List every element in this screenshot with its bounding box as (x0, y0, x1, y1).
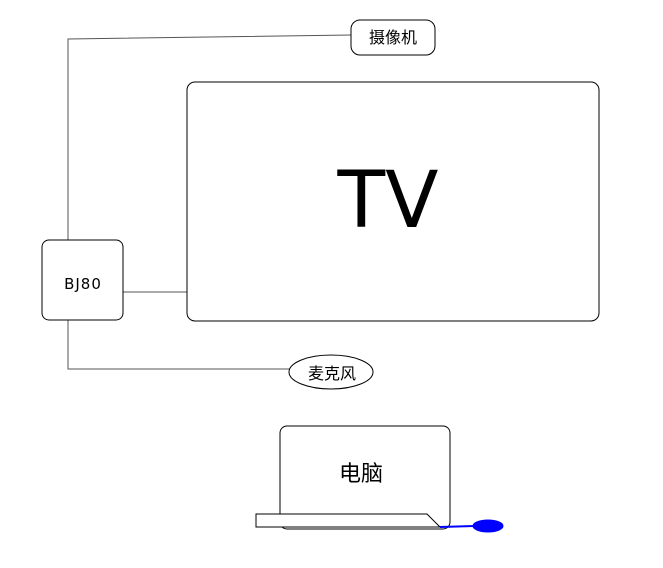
tv-label: TV (336, 156, 438, 246)
laptop-screen (279, 425, 451, 530)
bj80-label: BJ80 (64, 275, 102, 293)
bj80-to-microphone-line (67, 320, 290, 370)
computer-label: 电脑 (339, 462, 383, 487)
bj80-to-camera-line (67, 34, 352, 240)
tv-box (186, 81, 600, 322)
mouse-icon (472, 519, 504, 533)
camera-box (350, 19, 436, 56)
mouse-cable (439, 525, 475, 528)
computer-node: 电脑 (255, 425, 504, 533)
microphone-node: 麦克风 (288, 354, 374, 390)
microphone-label: 麦克风 (308, 364, 356, 383)
bj80-node: BJ80 (41, 239, 124, 321)
camera-label: 摄像机 (369, 28, 417, 47)
tv-node: TV (186, 81, 600, 322)
laptop-base (255, 513, 442, 528)
camera-node: 摄像机 (350, 19, 436, 56)
microphone-ellipse (288, 354, 374, 390)
connection-lines (67, 34, 352, 370)
bj80-box (41, 239, 124, 321)
